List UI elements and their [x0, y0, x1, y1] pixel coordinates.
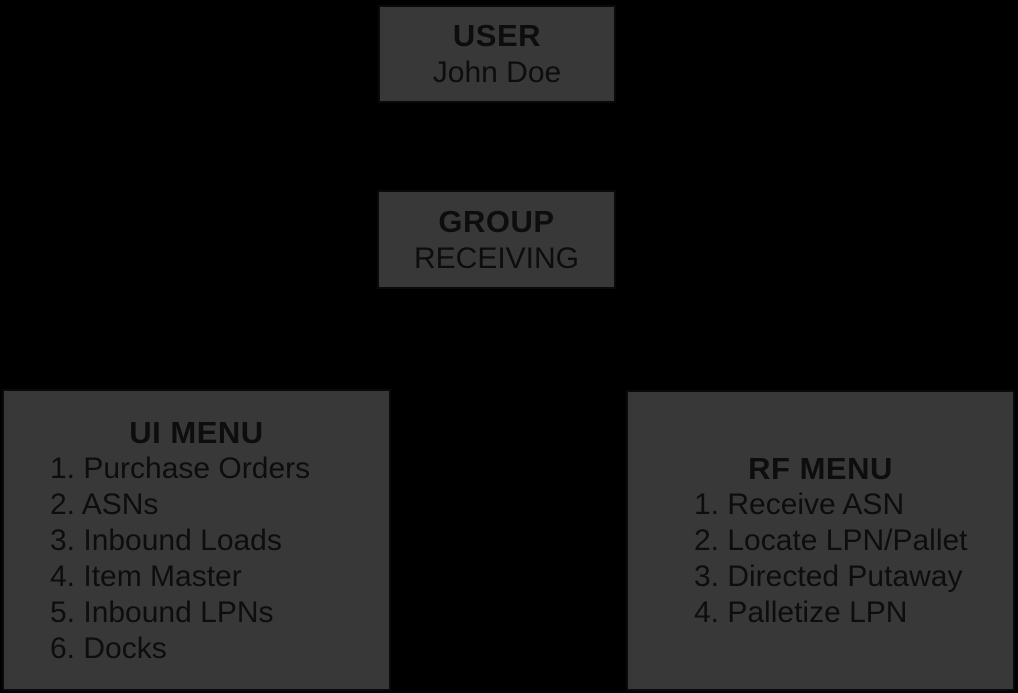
- group-node-value: RECEIVING: [413, 241, 580, 275]
- ui-menu-node: UI MENU 1. Purchase Orders 2. ASNs 3. In…: [2, 389, 391, 691]
- rf-menu-item-2: 2. Locate LPN/Pallet: [694, 524, 968, 557]
- rf-menu-item-3: 3. Directed Putaway: [694, 560, 963, 593]
- ui-menu-item-5: 5. Inbound LPNs: [50, 595, 274, 629]
- rf-menu-node: RF MENU 1. Receive ASN 2. Locate LPN/Pal…: [626, 390, 1015, 691]
- user-node-value: John Doe: [432, 56, 562, 89]
- group-node-title: GROUP: [438, 203, 555, 239]
- rf-menu-item-4: 4. Palletize LPN: [694, 596, 908, 629]
- ui-menu-item-2: 2. ASNs: [50, 487, 159, 521]
- user-node: USER John Doe: [378, 5, 616, 103]
- rf-menu-title: RF MENU: [748, 451, 893, 486]
- group-node: GROUP RECEIVING: [377, 190, 616, 289]
- ui-menu-item-6: 6. Docks: [50, 631, 167, 665]
- ui-menu-item-1: 1. Purchase Orders: [50, 451, 311, 485]
- user-node-title: USER: [452, 18, 542, 53]
- ui-menu-item-3: 3. Inbound Loads: [50, 523, 282, 557]
- ui-menu-title: UI MENU: [129, 414, 264, 450]
- ui-menu-item-4: 4. Item Master: [50, 559, 242, 593]
- rf-menu-item-1: 1. Receive ASN: [694, 488, 905, 521]
